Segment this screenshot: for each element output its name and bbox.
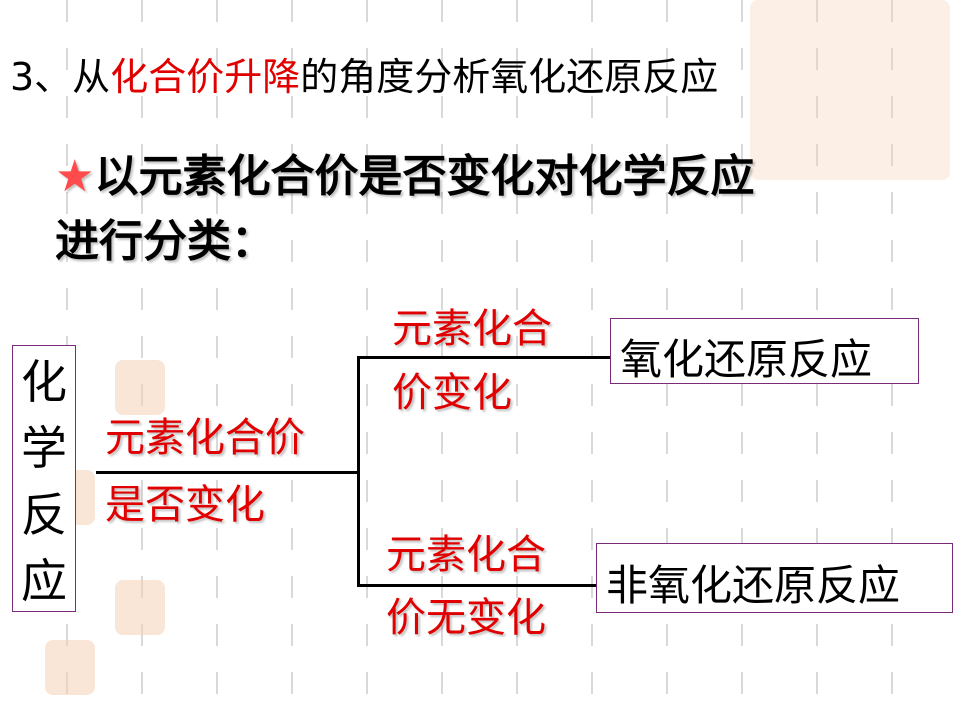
title-highlight: 化合价升降 (110, 55, 301, 99)
subtitle-text: 以元素化合价是否变化对化学反应 (94, 151, 755, 202)
non-redox-result: 非氧化还原反应 (606, 561, 901, 610)
non-redox-box (596, 543, 953, 613)
criterion-label-1: 元素化合价 (105, 415, 305, 461)
slide-title: 3、从化合价升降的角度分析氧化还原反应 (10, 46, 718, 101)
root-char: 学 (21, 421, 67, 476)
criterion-label-2: 是否变化 (105, 482, 265, 528)
lower-branch-label-1: 元素化合 (386, 532, 546, 578)
upper-branch-label-1: 元素化合 (392, 306, 552, 352)
title-suffix: 的角度分析氧化还原反应 (300, 55, 719, 99)
root-char: 化 (21, 355, 67, 410)
subtitle-line2: 进行分类： (55, 216, 275, 267)
root-char: 反 (21, 487, 67, 542)
seal-watermark (115, 360, 165, 415)
seal-watermark (750, 0, 950, 180)
title-prefix: 3、从 (10, 55, 111, 99)
lower-branch-label-2: 价无变化 (386, 595, 546, 641)
seal-watermark (45, 640, 95, 695)
connector-lower (357, 584, 597, 587)
seal-watermark (115, 580, 165, 635)
connector-vertical (357, 356, 360, 587)
star-icon: ★ (55, 151, 95, 202)
subtitle-line1: ★以元素化合价是否变化对化学反应 (55, 140, 754, 204)
connector-upper (357, 356, 611, 359)
upper-branch-label-2: 价变化 (392, 370, 512, 416)
redox-box (610, 318, 919, 384)
redox-result: 氧化还原反应 (620, 335, 873, 384)
connector-main (96, 471, 359, 474)
root-box: 化 学 反 应 (12, 345, 76, 612)
root-char: 应 (21, 553, 67, 608)
